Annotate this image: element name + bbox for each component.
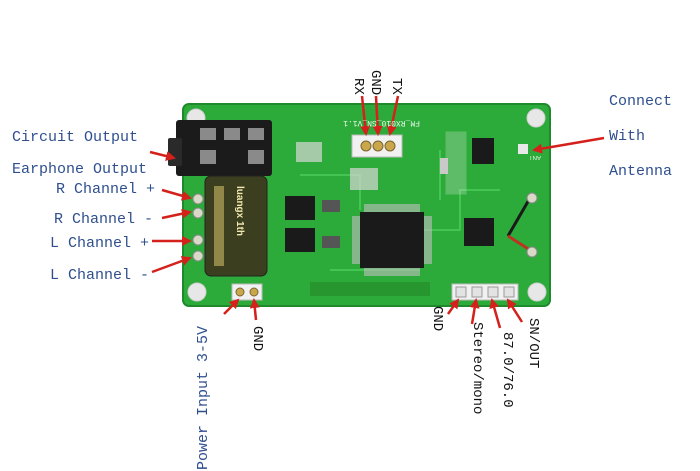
label-circuit-output: Circuit Output: [12, 129, 139, 146]
label-earphone-output: Earphone Output: [12, 161, 148, 178]
power-pads: [231, 283, 263, 301]
label-power-input: Power Input 3-5V: [195, 325, 212, 470]
board-silkscreen: FM_RX010_SN_V1.1: [343, 118, 420, 127]
uart-header: [351, 134, 403, 158]
capacitor-print: luangx 1th: [234, 186, 245, 237]
label-gnd-bottom-left: GND: [249, 326, 265, 352]
antenna-wire: [506, 192, 538, 258]
edge-connector: [310, 282, 430, 296]
label-connect: Connect: [609, 93, 673, 110]
label-antenna: Antenna: [609, 163, 673, 180]
label-gnd-bottom-right: GND: [429, 306, 445, 332]
rf-components: [296, 131, 528, 195]
electrolytic-capacitor: [204, 175, 268, 277]
label-rx: RX: [350, 78, 366, 95]
label-r-channel-minus: R Channel -: [54, 211, 154, 228]
label-r-channel-plus: R Channel +: [56, 181, 156, 198]
label-freq-band: 87.0/76.0: [499, 332, 515, 408]
label-l-channel-plus: L Channel +: [50, 235, 150, 252]
tuner-chip: [464, 218, 494, 246]
headphone-jack: [168, 120, 272, 176]
audio-pads: [192, 193, 204, 262]
label-sn-out: SN/OUT: [525, 318, 541, 369]
label-gnd-top: GND: [367, 70, 383, 96]
label-with: With: [609, 128, 646, 145]
arrows: [149, 95, 605, 329]
label-stereo-mono: Stereo/mono: [469, 322, 485, 415]
label-tx: TX: [388, 78, 404, 95]
control-pads: [451, 283, 519, 301]
main-chip: [352, 204, 432, 276]
amplifier-chips: [285, 196, 340, 252]
antenna-silkscreen: ANT: [529, 154, 541, 160]
label-l-channel-minus: L Channel -: [50, 267, 150, 284]
